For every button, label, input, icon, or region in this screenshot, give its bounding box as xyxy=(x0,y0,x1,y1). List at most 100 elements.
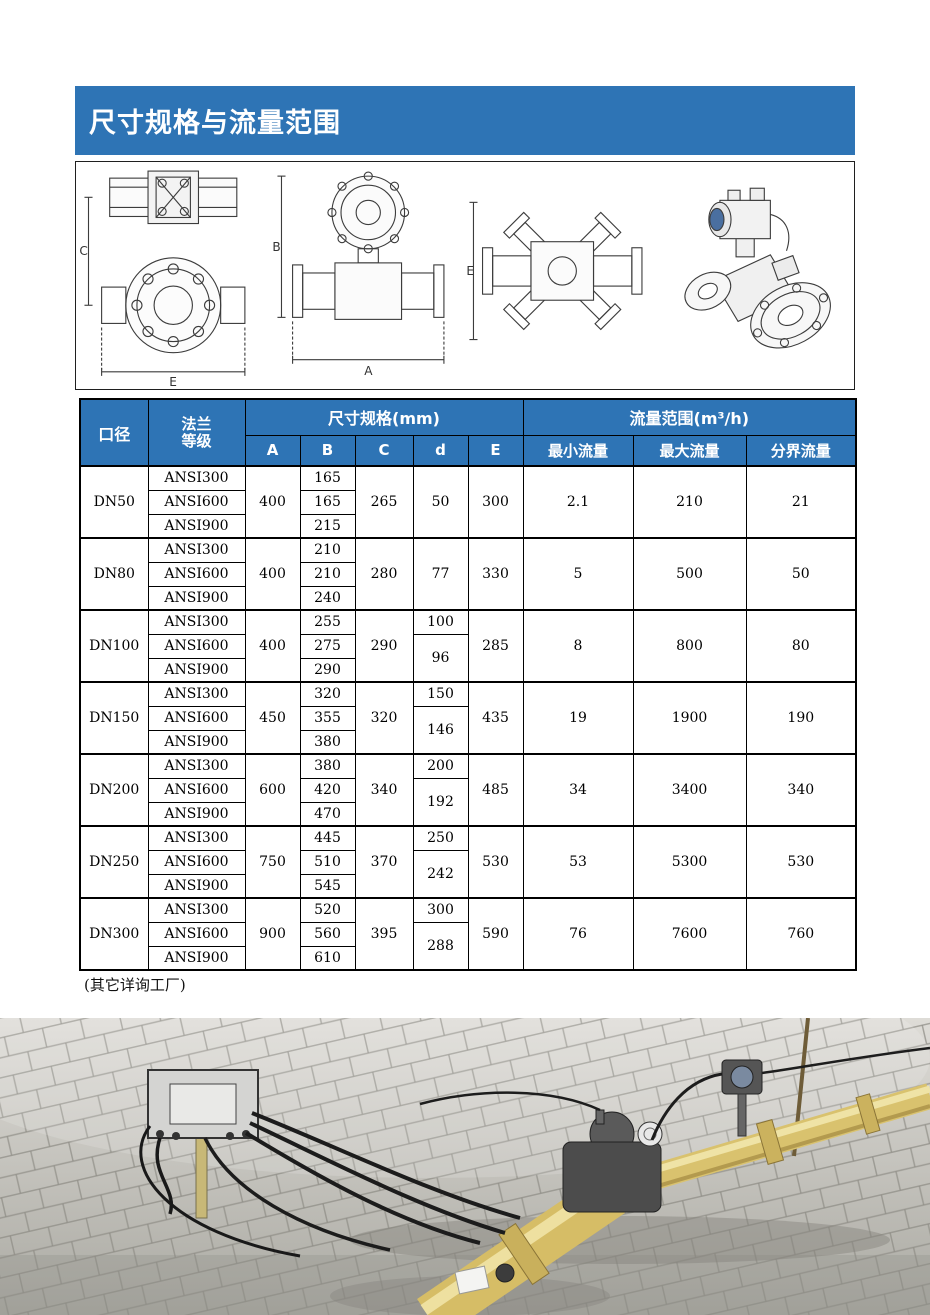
dim-b-cell: 380 xyxy=(299,729,356,755)
flange-class-cell: ANSI600 xyxy=(147,633,246,659)
flange-class-cell: ANSI600 xyxy=(147,705,246,731)
dim-b-cell: 165 xyxy=(299,465,356,491)
min-flow-cell: 34 xyxy=(522,753,634,827)
max-flow-cell: 210 xyxy=(632,465,747,539)
dim-d-cell: 250 xyxy=(412,825,469,851)
diameter-cell: DN250 xyxy=(79,825,149,899)
dim-label-e: E xyxy=(169,375,177,389)
header-dimensions: 尺寸规格(mm) xyxy=(244,398,524,436)
dim-label-b: B xyxy=(272,240,280,254)
dim-c-cell: 320 xyxy=(354,681,414,755)
header-col-a: A xyxy=(244,434,301,467)
valve-body xyxy=(562,1141,662,1213)
dim-b-cell: 445 xyxy=(299,825,356,851)
cable xyxy=(155,1137,174,1215)
flange-class-cell: ANSI300 xyxy=(147,465,246,491)
flange-class-cell: ANSI900 xyxy=(147,585,246,611)
dim-b-cell: 355 xyxy=(299,705,356,731)
header-flow-range: 流量范围(m³/h) xyxy=(522,398,857,436)
min-flow-cell: 19 xyxy=(522,681,634,755)
drawing-front-view: B A xyxy=(272,171,444,378)
dim-c-cell: 265 xyxy=(354,465,414,539)
dim-d-cell: 50 xyxy=(412,465,469,539)
flange-class-cell: ANSI900 xyxy=(147,729,246,755)
min-flow-cell: 5 xyxy=(522,537,634,611)
header-col-b: B xyxy=(299,434,356,467)
flange-class-cell: ANSI600 xyxy=(147,777,246,803)
boundary-flow-cell: 760 xyxy=(745,897,857,971)
dim-b-cell: 210 xyxy=(299,537,356,563)
dim-b-cell: 470 xyxy=(299,801,356,827)
dim-e-cell: 590 xyxy=(467,897,524,971)
pipe-flange xyxy=(755,1118,785,1166)
dim-c-cell: 370 xyxy=(354,825,414,899)
max-flow-cell: 7600 xyxy=(632,897,747,971)
dim-d-cell: 77 xyxy=(412,537,469,611)
header-min-flow: 最小流量 xyxy=(522,434,634,467)
header-flange-line2: 等级 xyxy=(181,431,212,450)
header-flange-line1: 法兰 xyxy=(181,415,212,433)
dim-a-cell: 600 xyxy=(244,753,301,827)
dim-b-cell: 255 xyxy=(299,609,356,635)
header-diameter: 口径 xyxy=(79,398,149,467)
diameter-cell: DN200 xyxy=(79,753,149,827)
drawing-flange-face-view: C E xyxy=(79,170,246,389)
dim-d-cell: 192 xyxy=(412,777,469,827)
technical-drawings-panel: C E B A xyxy=(75,161,855,390)
spec-row-dn50-ansi600: ANSI600 165 xyxy=(80,489,856,515)
flange-class-cell: ANSI900 xyxy=(147,513,246,539)
dim-b-cell: 240 xyxy=(299,585,356,611)
boundary-flow-cell: 530 xyxy=(745,825,857,899)
pipe-shadow xyxy=(350,1216,890,1264)
flange-class-cell: ANSI300 xyxy=(147,753,246,779)
header-flange-class: 法兰 等级 xyxy=(147,398,246,467)
dim-d-cell: 300 xyxy=(412,897,469,923)
spec-row-dn100-ansi600: ANSI600 275 96 xyxy=(80,633,856,683)
flange-class-cell: ANSI300 xyxy=(147,537,246,563)
dim-d-cell: 96 xyxy=(412,633,469,683)
flange-class-cell: ANSI900 xyxy=(147,801,246,827)
dim-d-cell: 288 xyxy=(412,921,469,971)
flange-class-cell: ANSI300 xyxy=(147,897,246,923)
dim-a-cell: 400 xyxy=(244,537,301,611)
flange-class-cell: ANSI300 xyxy=(147,609,246,635)
boundary-flow-cell: 21 xyxy=(745,465,857,539)
dim-e-cell: 330 xyxy=(467,537,524,611)
junction-post xyxy=(195,1135,208,1219)
boundary-flow-cell: 190 xyxy=(745,681,857,755)
boundary-flow-cell: 80 xyxy=(745,609,857,683)
dim-a-cell: 750 xyxy=(244,825,301,899)
header-col-d: d xyxy=(412,434,469,467)
diameter-cell: DN300 xyxy=(79,897,149,971)
dim-b-cell: 380 xyxy=(299,753,356,779)
header-boundary-flow: 分界流量 xyxy=(745,434,857,467)
dim-a-cell: 450 xyxy=(244,681,301,755)
dim-a-cell: 900 xyxy=(244,897,301,971)
dim-label-c: C xyxy=(79,244,87,258)
dim-d-cell: 100 xyxy=(412,609,469,635)
dim-d-cell: 242 xyxy=(412,849,469,899)
min-flow-cell: 76 xyxy=(522,897,634,971)
dim-b-cell: 165 xyxy=(299,489,356,515)
max-flow-cell: 1900 xyxy=(632,681,747,755)
dim-b-cell: 510 xyxy=(299,849,356,875)
diameter-cell: DN150 xyxy=(79,681,149,755)
dim-c-cell: 280 xyxy=(354,537,414,611)
dim-b-cell: 275 xyxy=(299,633,356,659)
spec-table-head: 口径 法兰 等级 尺寸规格(mm) 流量范围(m³/h) A B C d E 最… xyxy=(79,398,857,467)
flange-class-cell: ANSI600 xyxy=(147,921,246,947)
header-max-flow: 最大流量 xyxy=(632,434,747,467)
flange-class-cell: ANSI600 xyxy=(147,489,246,515)
dim-a-cell: 400 xyxy=(244,465,301,539)
